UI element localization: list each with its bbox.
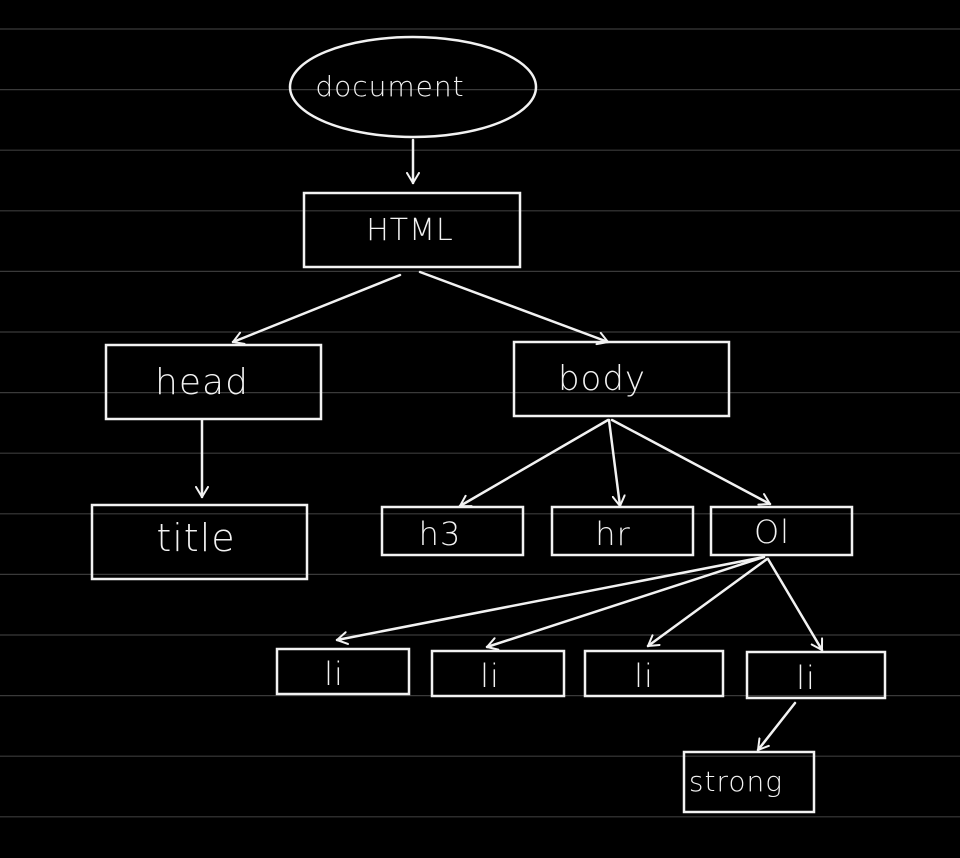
ruled-lines xyxy=(0,28,960,818)
document-ellipse xyxy=(288,35,538,139)
document-label: document xyxy=(315,70,464,103)
node-title: title xyxy=(90,503,309,581)
node-h3: h3 xyxy=(380,505,525,557)
node-li-3: li xyxy=(583,649,725,698)
h3-label: h3 xyxy=(419,515,462,553)
node-strong: strong xyxy=(682,750,816,814)
arrow-body-to-hr xyxy=(607,418,626,508)
ol-box xyxy=(709,505,854,557)
arrow-li-4-to-strong xyxy=(756,701,797,752)
arrow-ol-to-li-4 xyxy=(766,557,824,652)
strong-box xyxy=(682,750,816,814)
li-1-box xyxy=(275,647,411,696)
li-2-box xyxy=(430,649,566,698)
li-3-box xyxy=(583,649,725,698)
head-label: head xyxy=(155,362,249,403)
node-document: document xyxy=(288,35,538,139)
node-li-1: li xyxy=(275,647,411,696)
head-box xyxy=(104,343,323,421)
arrow-html-to-body xyxy=(418,270,610,346)
arrow-ol-to-li-3 xyxy=(646,557,769,648)
li-4-label: li xyxy=(796,659,816,697)
li-3-label: li xyxy=(634,657,654,695)
li-2-label: li xyxy=(480,657,500,695)
body-box xyxy=(512,340,731,418)
title-label: title xyxy=(156,516,235,560)
arrow-ol-to-li-2 xyxy=(485,555,766,651)
li-4-box xyxy=(745,650,887,700)
arrow-html-to-head xyxy=(231,273,402,345)
body-label: body xyxy=(558,359,646,399)
arrow-ol-to-li-1 xyxy=(335,555,766,645)
edges xyxy=(195,138,824,752)
ol-label: Ol xyxy=(754,513,790,551)
h3-box xyxy=(380,505,525,557)
strong-label: strong xyxy=(689,765,783,798)
node-body: body xyxy=(512,340,731,418)
html-label: HTML xyxy=(366,213,453,248)
node-li-2: li xyxy=(430,649,566,698)
html-box xyxy=(302,191,522,269)
arrow-body-to-h3 xyxy=(458,418,610,508)
arrow-body-to-ol xyxy=(610,418,772,506)
node-hr: hr xyxy=(550,505,695,557)
hr-box xyxy=(550,505,695,557)
hr-label: hr xyxy=(595,515,630,553)
li-1-label: li xyxy=(324,655,344,693)
node-html: HTML xyxy=(302,191,522,269)
node-ol: Ol xyxy=(709,505,854,557)
node-li-4: li xyxy=(745,650,887,700)
title-box xyxy=(90,503,309,581)
node-head: head xyxy=(104,343,323,421)
